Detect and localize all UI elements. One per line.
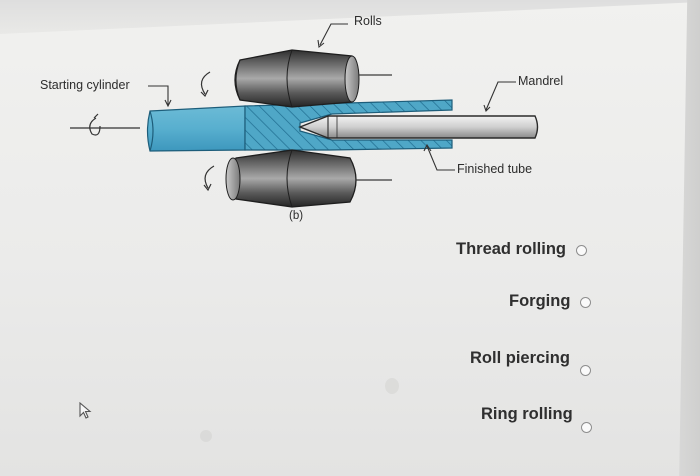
top-roll-shape [234,49,392,108]
rotation-arrow-icon [70,71,215,192]
screen-smudge [200,430,212,442]
option-label: Roll piercing [470,349,570,367]
bottom-roll-shape [225,149,392,208]
option-thread-rolling[interactable]: Thread rolling [456,240,588,259]
starting-cylinder-label: Starting cylinder [40,78,130,92]
option-label: Thread rolling [456,240,567,258]
leader-lines [148,23,516,171]
radio-button[interactable] [579,365,591,376]
option-ring-rolling[interactable]: Ring rolling [481,396,592,433]
screen-smudge [385,378,399,394]
finished-tube-shape [244,99,453,151]
starting-cylinder-shape [146,105,246,152]
radio-button[interactable] [580,297,592,308]
mandrel-shape [298,115,539,139]
option-label: Ring rolling [481,405,573,423]
radio-button[interactable] [580,422,592,433]
mouse-pointer-icon [79,402,92,419]
finished-tube-label: Finished tube [457,162,533,176]
rolls-label: Rolls [354,14,382,28]
radio-button[interactable] [576,245,588,256]
option-roll-piercing[interactable]: Roll piercing [470,341,591,376]
option-forging[interactable]: Forging [509,292,592,311]
option-label: Forging [509,292,571,310]
mandrel-label: Mandrel [518,74,564,88]
figure-part-label: (b) [289,210,304,222]
